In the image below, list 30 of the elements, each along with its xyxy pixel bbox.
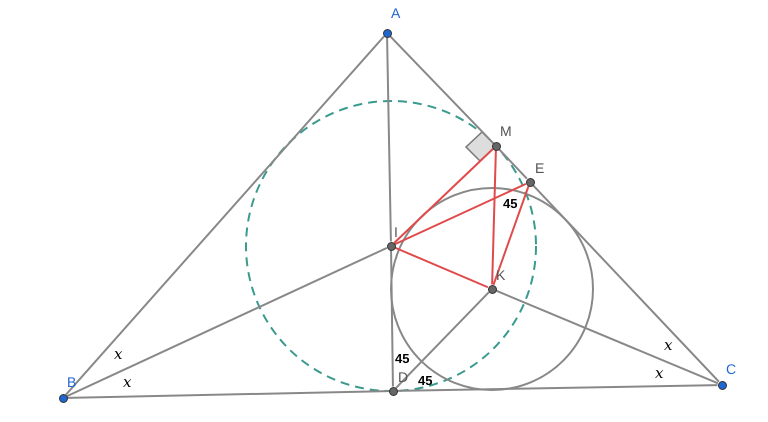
line-segment: [66, 246, 388, 398]
line-segment: [532, 184, 720, 382]
angle-value: 45: [503, 196, 518, 212]
angle-variable: x: [655, 365, 664, 381]
point-label: B: [67, 374, 76, 390]
line-segment: [397, 384, 718, 392]
line-segment: [389, 36, 494, 144]
point-label: M: [500, 123, 512, 139]
point-label: C: [726, 361, 736, 377]
point-label: I: [394, 224, 398, 240]
line-segment: [496, 290, 718, 384]
point-label: A: [391, 5, 400, 21]
angle-variable: x: [123, 374, 132, 390]
line-segment: [67, 390, 389, 399]
angle-value: 45: [395, 351, 410, 367]
line-segment: [394, 148, 494, 244]
point-label: K: [496, 267, 506, 283]
line-segment: [394, 246, 488, 288]
angle-variable: x: [114, 346, 122, 362]
line-segment: [395, 292, 490, 388]
line-segment: [390, 250, 394, 387]
line-segment: [394, 182, 526, 246]
line-segment: [386, 37, 392, 242]
line-segment: [65, 36, 385, 396]
line-segment: [492, 186, 530, 286]
point-label: E: [535, 160, 544, 176]
angle-value: 45: [418, 373, 432, 389]
line-segment: [491, 150, 497, 285]
line-segment: [498, 148, 528, 180]
angle-variable: x: [664, 337, 672, 353]
